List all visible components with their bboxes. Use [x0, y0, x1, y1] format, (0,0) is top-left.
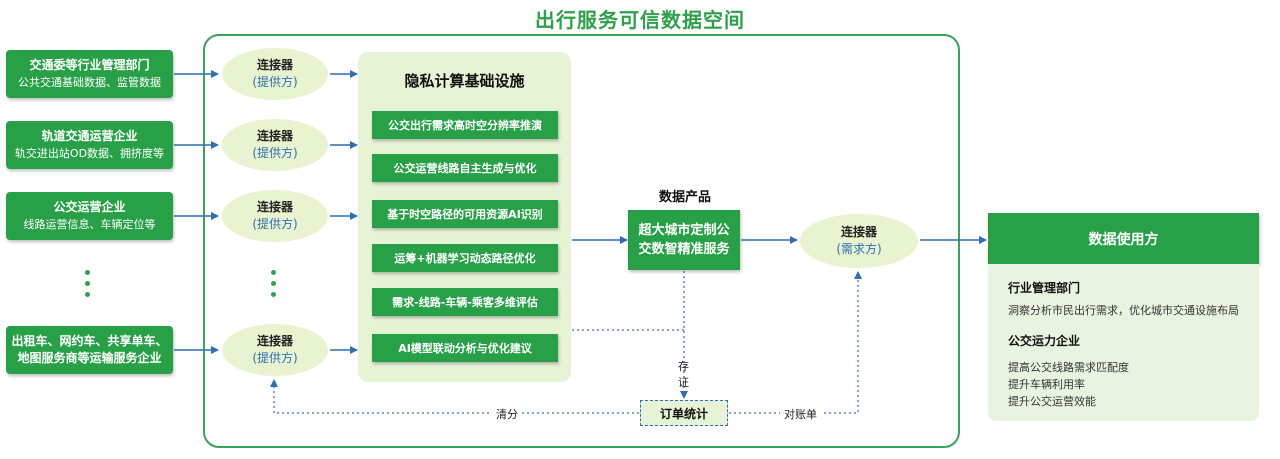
connector-name: 连接器 [256, 129, 293, 143]
dashed-reconcile [729, 271, 862, 414]
evidence-label-1: 存 [678, 360, 689, 373]
data-product-label: 数据产品 [658, 190, 711, 205]
diagram-title: 出行服务可信数据空间 [535, 8, 745, 32]
infra-item: AI模型联动分析与优化建议 [372, 334, 558, 362]
connector-more-dots [268, 270, 278, 297]
dashed-settle [270, 379, 639, 414]
connector-role: (需求方) [836, 242, 882, 256]
source-name: 轨道交通运营企业 [41, 129, 138, 143]
connector-name: 连接器 [256, 334, 293, 348]
product-line-2: 交数智精准服务 [638, 242, 730, 257]
data-users-panel [988, 264, 1259, 421]
infra-item: 公交运营线路自主生成与优化 [372, 154, 558, 182]
infrastructure-title: 隐私计算基础设施 [404, 72, 525, 90]
infra-item: 公交出行需求高时空分辨率推演 [372, 111, 558, 139]
connector-role: (提供方) [252, 146, 298, 160]
connector-role: (提供方) [252, 217, 298, 231]
user-group-title: 行业管理部门 [1008, 281, 1081, 295]
evidence-label-2: 证 [678, 376, 689, 389]
source-rail-operator: 轨道交通运营企业 轨交进出站OD数据、拥挤度等 [6, 121, 173, 169]
connector-name: 连接器 [256, 200, 293, 214]
source-more-dots [82, 270, 92, 297]
connector-provider-3: 连接器 (提供方) [222, 190, 328, 242]
source-desc: 地图服务商等运输服务企业 [17, 351, 162, 365]
source-transport-authority: 交通委等行业管理部门 公共交通基础数据、监管数据 [6, 50, 173, 98]
source-desc: 线路运营信息、车辆定位等 [23, 218, 156, 231]
data-space-frame [203, 34, 960, 448]
product-line-1: 超大城市定制公 [638, 223, 730, 238]
source-mobility-services: 出租车、网约车、共享单车、 地图服务商等运输服务企业 [6, 326, 173, 374]
infra-item: 需求-线路-车辆-乘客多维评估 [372, 288, 558, 316]
source-name: 公交运营企业 [53, 200, 126, 214]
source-bus-operator: 公交运营企业 线路运营信息、车辆定位等 [6, 192, 173, 240]
user-group-line: 洞察分析市民出行需求，优化城市交通设施布局 [1008, 304, 1239, 317]
infra-item: 运筹+机器学习动态路径优化 [372, 244, 558, 272]
connector-provider-2: 连接器 (提供方) [222, 119, 328, 171]
source-desc: 轨交进出站OD数据、拥挤度等 [14, 147, 165, 160]
user-group-line: 提高公交线路需求匹配度 [1008, 361, 1129, 374]
connector-role: (提供方) [252, 351, 298, 365]
user-group-title: 公交运力企业 [1008, 334, 1081, 348]
data-product-box: 超大城市定制公 交数智精准服务 [628, 210, 740, 270]
connector-name: 连接器 [840, 225, 877, 239]
settle-label: 清分 [492, 406, 522, 422]
connector-role: (提供方) [252, 75, 298, 89]
source-desc: 公共交通基础数据、监管数据 [18, 76, 161, 89]
reconcile-label: 对账单 [780, 406, 821, 422]
connector-demander: 连接器 (需求方) [800, 214, 918, 268]
infra-item: 基于时空路径的可用资源AI识别 [372, 200, 558, 228]
source-name: 出租车、网约车、共享单车、 [11, 334, 168, 348]
user-group-line: 提升车辆利用率 [1008, 378, 1085, 391]
connector-provider-4: 连接器 (提供方) [222, 324, 328, 376]
order-statistics-box: 订单统计 [640, 400, 728, 426]
connector-name: 连接器 [256, 58, 293, 72]
source-name: 交通委等行业管理部门 [29, 58, 150, 72]
data-users-header: 数据使用方 [988, 213, 1259, 264]
user-group-line: 提升公交运营效能 [1008, 395, 1096, 408]
connector-provider-1: 连接器 (提供方) [222, 48, 328, 100]
